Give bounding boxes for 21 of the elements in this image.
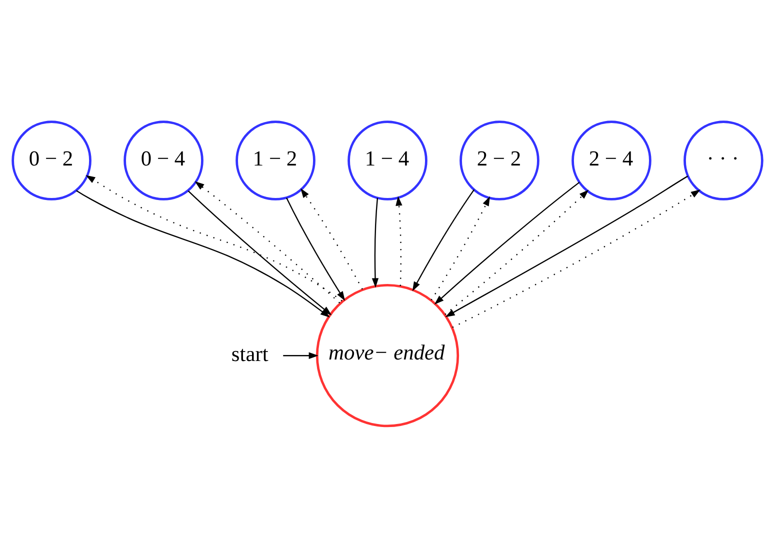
arrow xyxy=(452,189,700,328)
arrow xyxy=(434,181,580,304)
arrow xyxy=(286,197,346,300)
node-circle: move− ended xyxy=(316,284,460,427)
arrow xyxy=(283,352,318,358)
arrow xyxy=(86,174,342,301)
node-circle: · · · xyxy=(684,120,764,200)
arrow xyxy=(444,189,589,314)
arrow xyxy=(412,188,475,291)
arrow xyxy=(445,175,688,317)
node-circle: 2 − 2 xyxy=(460,120,540,200)
arrow xyxy=(300,188,363,290)
arrow xyxy=(430,196,490,300)
arrow xyxy=(396,196,402,286)
arrow xyxy=(194,180,340,303)
node-circle: 0 − 2 xyxy=(12,120,92,200)
arrow xyxy=(372,197,379,288)
node-circle: 1 − 4 xyxy=(348,120,428,200)
arrow xyxy=(188,190,332,315)
node-circle: 1 − 2 xyxy=(236,120,316,200)
node-text: start xyxy=(231,341,268,366)
